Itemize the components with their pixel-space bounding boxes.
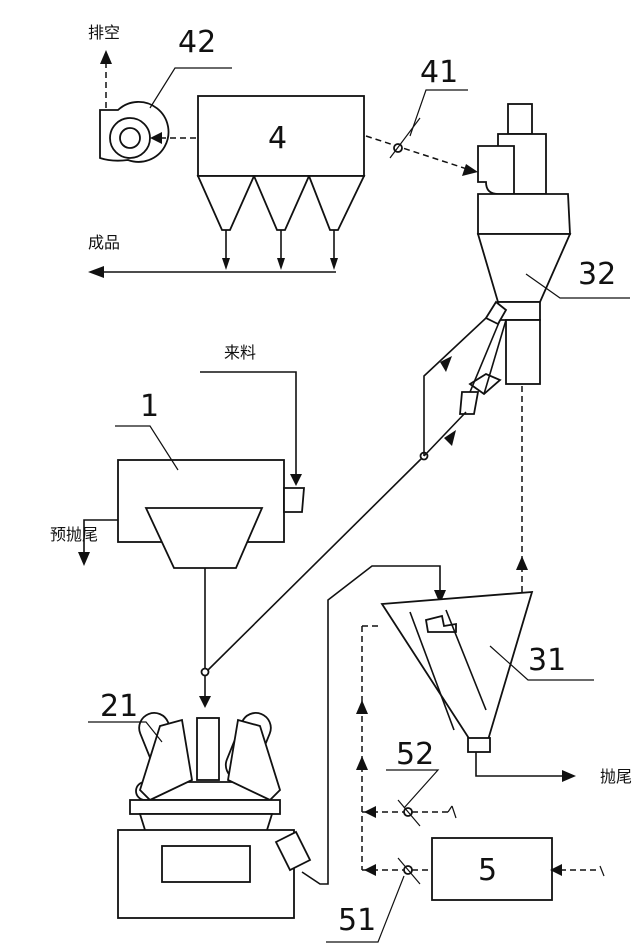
label-51: 51 — [338, 903, 376, 938]
separator-to-cyclone-line — [516, 386, 528, 592]
label-41: 41 — [420, 55, 458, 90]
leader-41 — [409, 89, 468, 137]
label-42: 42 — [178, 25, 216, 60]
air-inlet-5 — [550, 864, 605, 877]
blower-5 — [431, 837, 553, 901]
exhaust-label: 排空 — [88, 23, 120, 42]
incoming-label: 来料 — [224, 343, 256, 362]
bag-filter-4 — [196, 95, 366, 270]
incoming-line — [200, 371, 302, 486]
label-52: 52 — [396, 737, 434, 772]
label-5: 5 — [478, 853, 497, 888]
leader-51 — [326, 875, 405, 943]
feeder-to-mill-line — [199, 568, 211, 708]
valve-51 — [397, 857, 421, 885]
leader-31 — [489, 645, 594, 681]
cyclone-recycle-line — [207, 317, 487, 671]
product-line — [88, 266, 336, 278]
tailings-label: 抛尾 — [600, 767, 632, 786]
mill-to-separator-line — [301, 565, 446, 885]
label-1: 1 — [140, 389, 159, 424]
exhaust-line — [100, 50, 112, 108]
filter-to-fan-line — [150, 132, 196, 144]
cyclone-32 — [459, 103, 572, 415]
label-4: 4 — [268, 121, 287, 156]
leader-1 — [115, 425, 179, 471]
cyclone-to-filter-line — [365, 135, 478, 176]
valve-52 — [397, 799, 421, 827]
label-32: 32 — [578, 257, 616, 292]
pre-tailings-label: 预抛尾 — [50, 525, 98, 544]
leader-52 — [386, 769, 440, 809]
feeder-1 — [117, 459, 305, 569]
label-31: 31 — [528, 643, 566, 678]
product-label: 成品 — [88, 233, 120, 252]
leader-21 — [88, 721, 163, 743]
valve-41 — [389, 117, 421, 159]
pre-tailings-line — [78, 519, 118, 566]
tailings-line — [475, 752, 576, 782]
leader-32 — [525, 273, 630, 299]
fan-42 — [99, 101, 170, 163]
label-21: 21 — [100, 689, 138, 724]
separator-31 — [380, 590, 534, 753]
leader-42 — [149, 67, 232, 109]
air-line-left — [356, 625, 457, 876]
vertical-mill-21 — [117, 712, 312, 919]
